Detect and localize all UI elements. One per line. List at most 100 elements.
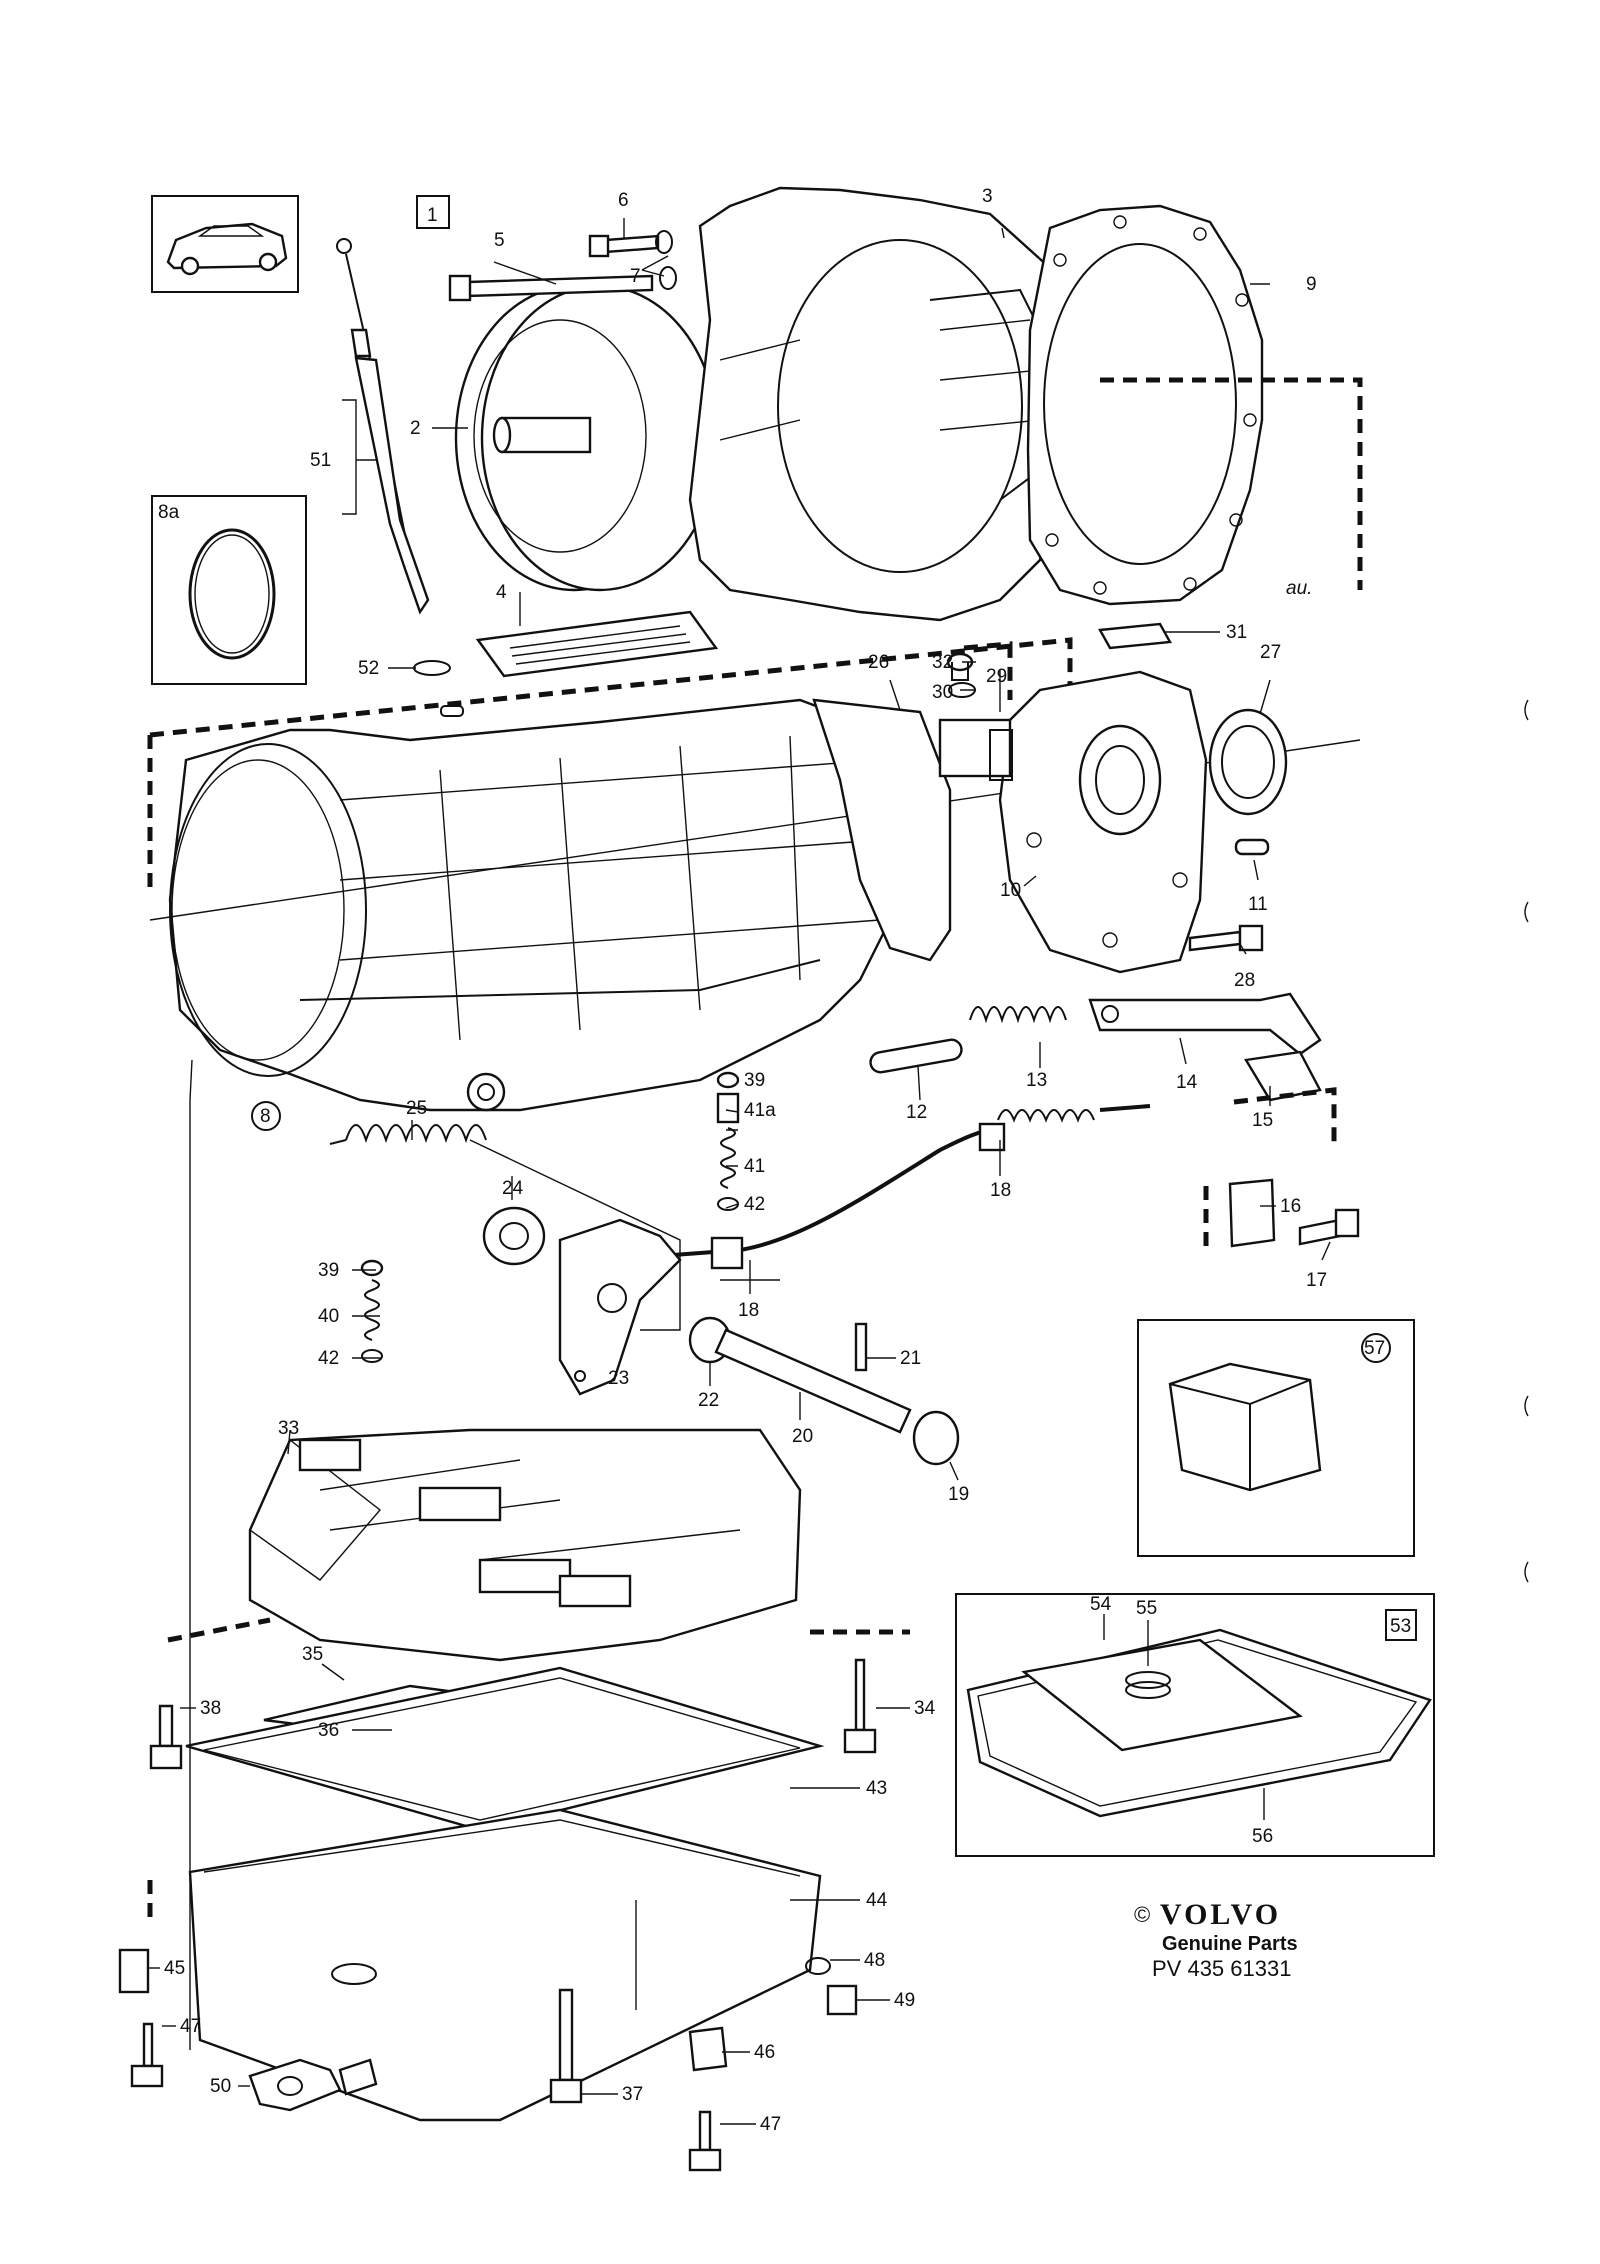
callout-40: 40 bbox=[318, 1306, 339, 1327]
leader-valve-left bbox=[167, 1617, 271, 1643]
part-code: PV 435 61331 bbox=[1152, 1956, 1291, 1981]
callout-28: 28 bbox=[1234, 970, 1255, 991]
callout-37: 37 bbox=[622, 2084, 643, 2105]
dowel-pin bbox=[1234, 838, 1270, 856]
oil-pan bbox=[188, 1808, 822, 2122]
callout-29: 29 bbox=[986, 666, 1007, 687]
o-ring-box bbox=[151, 495, 307, 685]
callout-57: 57 bbox=[1364, 1338, 1385, 1359]
callout-36: 36 bbox=[318, 1720, 339, 1741]
brand-footer: © VOLVO Genuine Parts PV 435 61331 bbox=[1134, 1898, 1298, 1981]
callout-24: 24 bbox=[502, 1178, 524, 1199]
callout-52: 52 bbox=[358, 658, 379, 679]
callout-41: 41 bbox=[744, 1156, 765, 1177]
callout-8-circle bbox=[251, 1101, 281, 1131]
filler-fitting bbox=[248, 2058, 378, 2112]
extension-housing bbox=[998, 670, 1208, 974]
callout-31: 31 bbox=[1226, 622, 1247, 643]
callout-4: 4 bbox=[496, 582, 507, 603]
callout-43: 43 bbox=[866, 1778, 887, 1799]
callout-8: 8 bbox=[260, 1106, 271, 1127]
housing-gasket bbox=[1026, 204, 1264, 606]
callout-1: 1 bbox=[427, 205, 438, 226]
filter-kit-box bbox=[955, 1593, 1435, 1857]
callout-26: 26 bbox=[868, 652, 889, 673]
callout-42a: 42 bbox=[744, 1194, 765, 1215]
valve-body bbox=[248, 1428, 802, 1662]
margin-mark-2 bbox=[1524, 901, 1529, 923]
margin-mark-4 bbox=[1524, 1561, 1529, 1583]
callout-18a: 18 bbox=[990, 1180, 1011, 1201]
callout-3: 3 bbox=[982, 186, 993, 207]
callout-17: 17 bbox=[1306, 1270, 1327, 1291]
leader-bracket bbox=[1233, 1087, 1337, 1150]
shaft-pin bbox=[869, 1038, 963, 1074]
copyright-symbol: © bbox=[1134, 1902, 1150, 1927]
pan-gasket bbox=[185, 1666, 825, 1832]
drain-plug bbox=[805, 1957, 858, 2016]
converter-housing bbox=[688, 186, 1072, 622]
cable-bracket bbox=[1228, 1050, 1360, 1248]
callout-7: 7 bbox=[630, 266, 641, 287]
callout-22: 22 bbox=[698, 1390, 719, 1411]
park-spring bbox=[329, 1124, 487, 1145]
callout-46: 46 bbox=[754, 2042, 775, 2063]
callout-25: 25 bbox=[406, 1098, 427, 1119]
callout-8a: 8a bbox=[158, 502, 180, 523]
selector-lever bbox=[1088, 992, 1322, 1056]
leader-9 bbox=[1100, 377, 1363, 590]
guide-line-top bbox=[149, 637, 1073, 738]
transmission-case bbox=[168, 698, 906, 1112]
callout-27: 27 bbox=[1260, 642, 1281, 663]
callout-41a: 41a bbox=[744, 1100, 776, 1121]
callout-39a: 39 bbox=[744, 1070, 765, 1091]
callout-18b: 18 bbox=[738, 1300, 759, 1321]
oil-seal bbox=[1208, 708, 1288, 816]
callout-6: 6 bbox=[618, 190, 629, 211]
callout-19: 19 bbox=[948, 1484, 969, 1505]
callout-12: 12 bbox=[906, 1102, 927, 1123]
signature-mark: au. bbox=[1286, 578, 1312, 599]
callout-15: 15 bbox=[1252, 1110, 1273, 1131]
callout-56: 56 bbox=[1252, 1826, 1273, 1847]
callout-44: 44 bbox=[866, 1890, 888, 1911]
torque-converter bbox=[454, 284, 720, 592]
callout-32: 32 bbox=[932, 652, 953, 673]
converter-bolts bbox=[448, 230, 677, 302]
callout-10: 10 bbox=[1000, 880, 1021, 901]
callout-55: 55 bbox=[1136, 1598, 1157, 1619]
detent-spring-stack-right bbox=[716, 1071, 740, 1211]
screen-plate bbox=[475, 610, 719, 678]
callout-49: 49 bbox=[894, 1990, 915, 2011]
callout-box-1 bbox=[416, 195, 450, 229]
callout-labels: 1 2 3 4 5 6 7 8 8a 9 10 11 12 13 14 15 1… bbox=[158, 186, 1411, 2135]
callout-13: 13 bbox=[1026, 1070, 1047, 1091]
callout-5: 5 bbox=[494, 230, 505, 251]
callout-42b: 42 bbox=[318, 1348, 339, 1369]
callout-23: 23 bbox=[608, 1368, 629, 1389]
callout-50: 50 bbox=[210, 2076, 231, 2097]
brand-logo: VOLVO bbox=[1160, 1898, 1281, 1931]
callout-51: 51 bbox=[310, 450, 331, 471]
callout-14: 14 bbox=[1176, 1072, 1198, 1093]
callout-47a: 47 bbox=[180, 2016, 201, 2037]
margin-mark-3 bbox=[1524, 1395, 1529, 1417]
callout-11: 11 bbox=[1248, 894, 1268, 915]
car-thumbnail bbox=[151, 195, 299, 293]
leader-lines bbox=[148, 218, 1331, 2125]
extension-gasket bbox=[812, 698, 952, 962]
callout-16: 16 bbox=[1280, 1196, 1301, 1217]
park-rod-guide bbox=[482, 1206, 546, 1266]
callout-2: 2 bbox=[410, 418, 421, 439]
detent-spring-stack-left bbox=[360, 1259, 384, 1363]
callout-21: 21 bbox=[900, 1348, 921, 1369]
brand-subtitle: Genuine Parts bbox=[1162, 1933, 1298, 1955]
selector-shaft bbox=[688, 1316, 960, 1466]
callout-33: 33 bbox=[278, 1418, 299, 1439]
callout-34: 34 bbox=[914, 1698, 936, 1719]
callout-47b: 47 bbox=[760, 2114, 781, 2135]
return-spring bbox=[969, 1006, 1067, 1024]
callout-45: 45 bbox=[164, 1958, 185, 1979]
pan-clips bbox=[118, 1948, 728, 2172]
